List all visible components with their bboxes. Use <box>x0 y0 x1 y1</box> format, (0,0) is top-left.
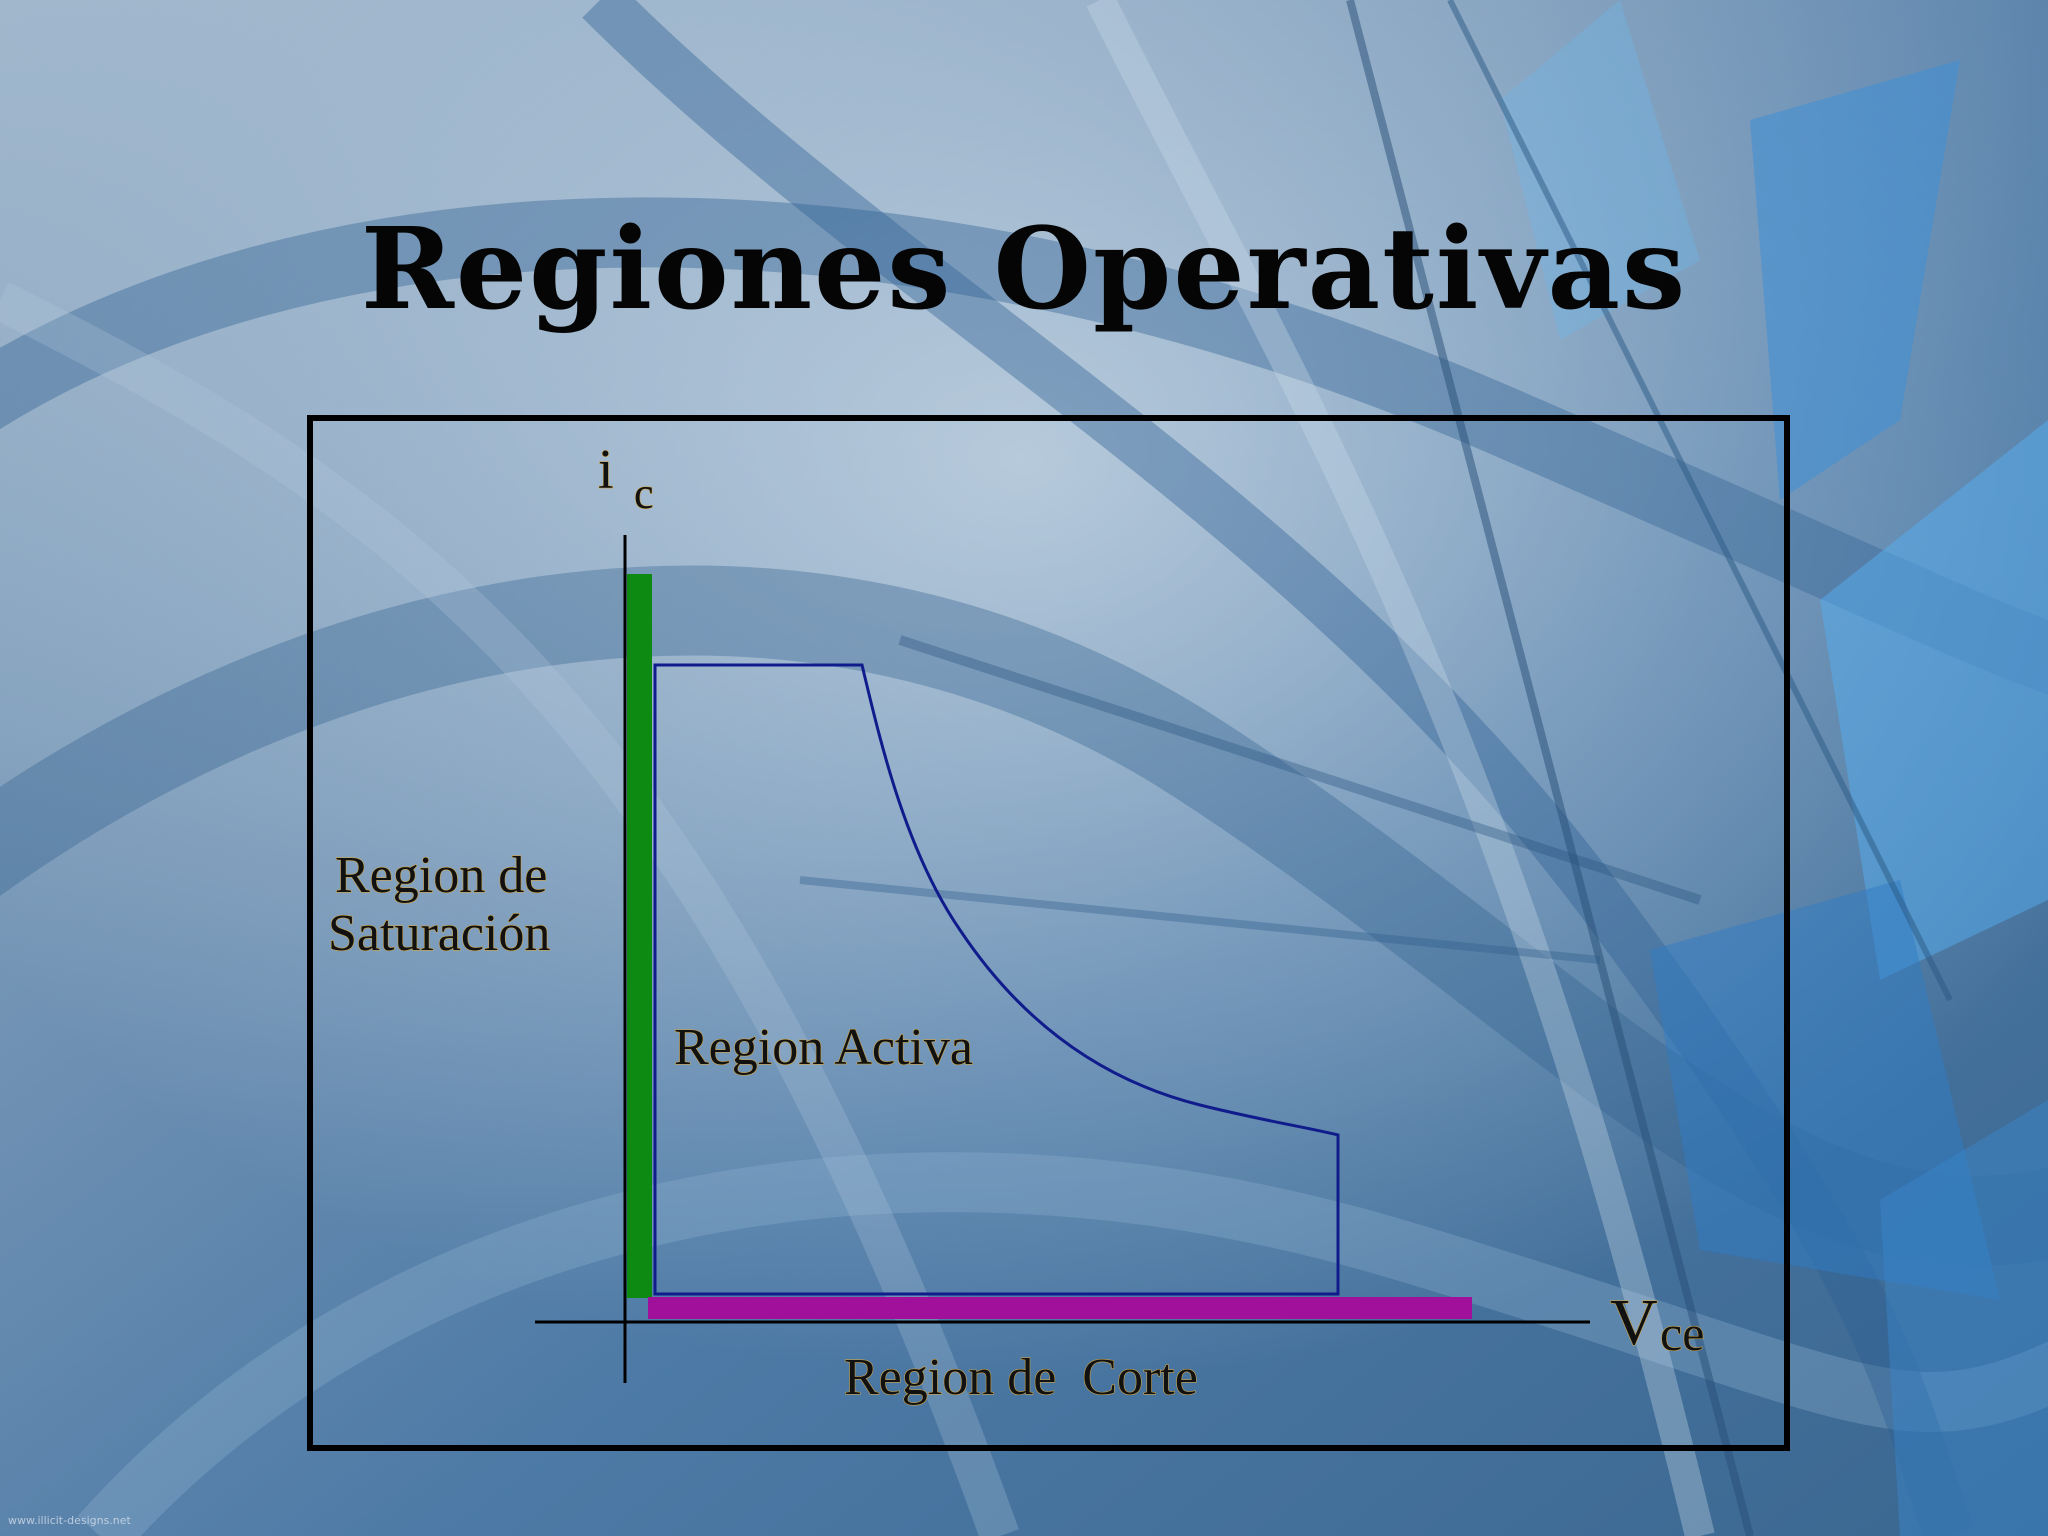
slide-title: Regiones Operativas <box>360 204 1688 335</box>
saturation-region-bar <box>627 574 652 1298</box>
active-region-label: Region Activa <box>674 1019 973 1076</box>
cutoff-region-bar <box>648 1297 1472 1319</box>
watermark: www.illicit-designs.net <box>8 1514 131 1527</box>
x-axis-label-symbol: V <box>1610 1286 1658 1359</box>
y-axis-label-subscript: c <box>634 469 654 518</box>
saturation-region-label-line1: Region de <box>335 847 547 904</box>
active-region-outline <box>653 663 1340 1296</box>
saturation-region-label-line2: Saturación <box>328 905 550 962</box>
y-axis-label-symbol: i <box>598 439 614 501</box>
x-axis-label-subscript: ce <box>1660 1305 1704 1361</box>
cutoff-region-label: Region de Corte <box>844 1349 1198 1406</box>
diagram-frame <box>307 415 1790 1451</box>
